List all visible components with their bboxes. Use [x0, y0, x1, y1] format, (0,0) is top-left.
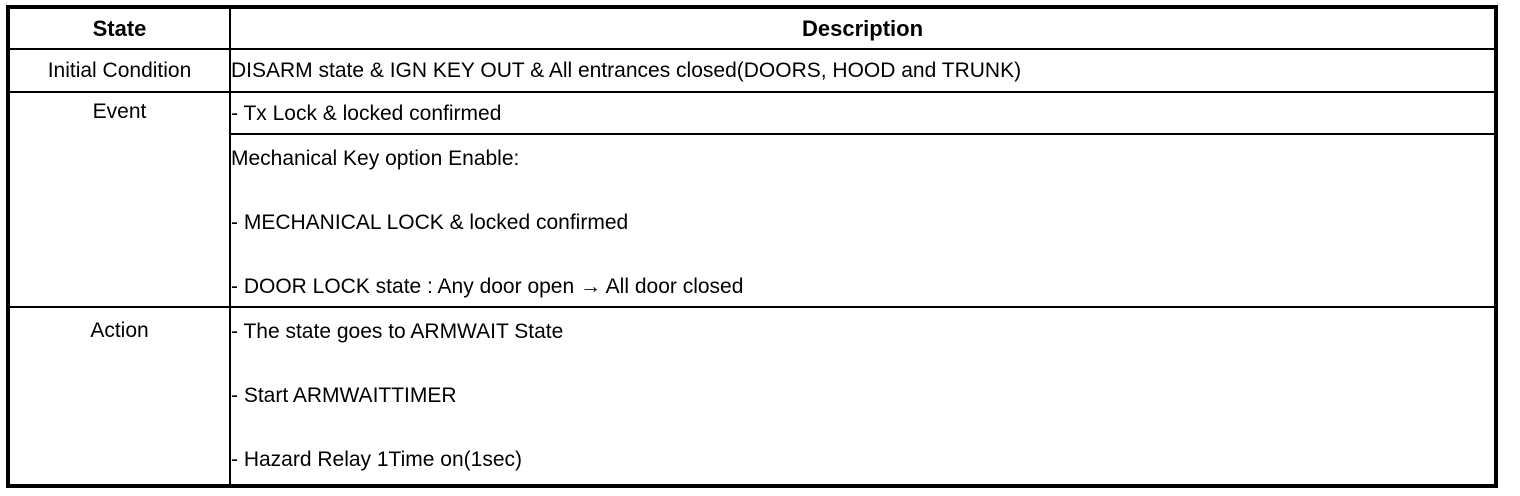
description-line: - Hazard Relay 1Time on(1sec) [231, 448, 522, 471]
description-column-header: Description [229, 6, 1497, 50]
description-line: - DOOR LOCK state : Any door open → All … [231, 275, 744, 298]
description-cell-event-tx-lock: - Tx Lock & locked confirmed [229, 91, 1497, 135]
description-cell-action: - The state goes to ARMWAIT State - Star… [229, 306, 1497, 487]
description-line: DISARM state & IGN KEY OUT & All entranc… [231, 59, 1022, 82]
description-line: Mechanical Key option Enable: [231, 147, 520, 170]
row-event: Event - Tx Lock & locked confirmed [7, 91, 1497, 308]
state-column-header: State [7, 6, 231, 50]
state-cell-event: Event [7, 91, 231, 308]
state-description-table: State Description Initial Condition DISA… [6, 5, 1498, 488]
row-action: Action - The state goes to ARMWAIT State… [7, 306, 1497, 487]
row-event-continued: Mechanical Key option Enable: - MECHANIC… [8, 133, 1497, 308]
row-initial-condition: Initial Condition DISARM state & IGN KEY… [7, 48, 1497, 93]
state-cell-initial-condition: Initial Condition [7, 48, 231, 93]
state-cell-action: Action [7, 306, 231, 487]
description-line: - The state goes to ARMWAIT State [231, 320, 564, 343]
description-line: - MECHANICAL LOCK & locked confirmed [231, 211, 629, 234]
description-cell-initial-condition: DISARM state & IGN KEY OUT & All entranc… [229, 48, 1497, 93]
description-cell-event-mechanical-key: Mechanical Key option Enable: - MECHANIC… [229, 133, 1497, 308]
description-line: - Start ARMWAITTIMER [231, 384, 457, 407]
header-row: State Description [7, 6, 1497, 50]
description-line: - Tx Lock & locked confirmed [231, 101, 502, 125]
